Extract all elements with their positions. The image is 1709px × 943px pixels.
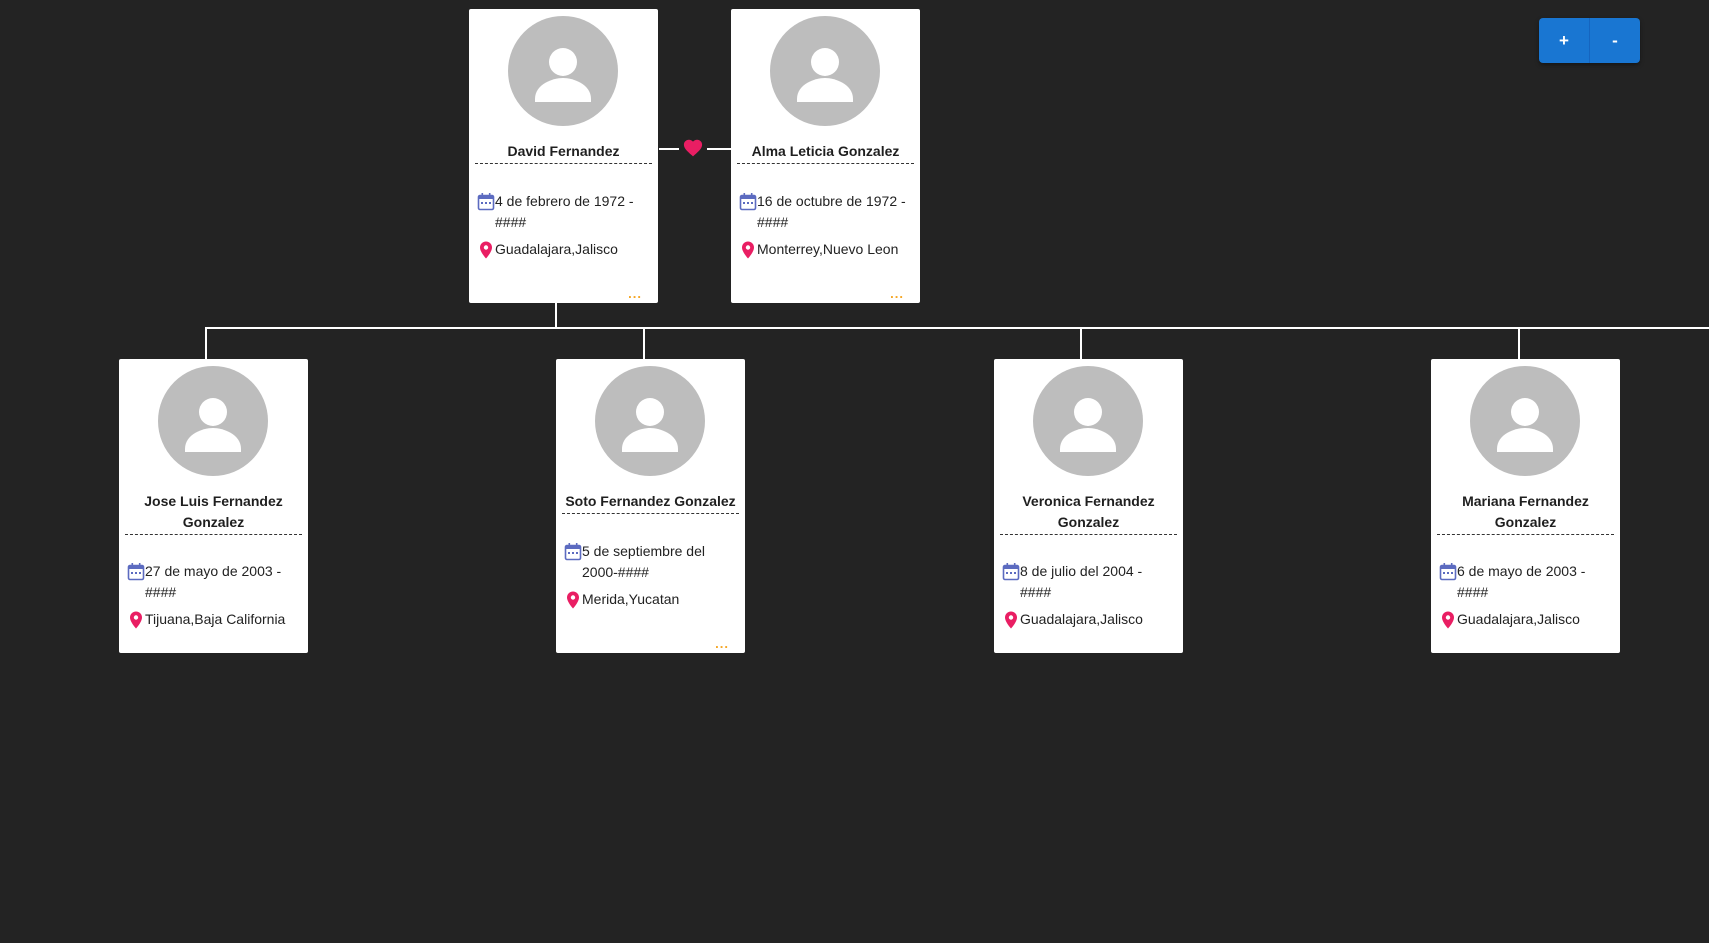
location-pin-icon: [130, 611, 142, 629]
birth-place: Guadalajara,Jalisco: [1020, 611, 1143, 627]
birth-date: 5 de septiembre del 2000-####: [582, 543, 705, 580]
avatar: [158, 366, 268, 476]
location-pin-icon: [480, 241, 492, 259]
birth-date-row: 27 de mayo de 2003 - ####: [127, 561, 302, 603]
spouse-connector-left: [659, 148, 679, 150]
calendar-icon: [564, 543, 582, 561]
person-card-alma-leticia-gonzalez[interactable]: Alma Leticia Gonzalez 16 de octubre de 1…: [731, 9, 920, 303]
birth-place: Guadalajara,Jalisco: [495, 241, 618, 257]
child-drop-line-3: [1080, 327, 1082, 359]
birth-date-row: 8 de julio del 2004 - ####: [1002, 561, 1177, 603]
birth-place: Tijuana,Baja California: [145, 611, 286, 627]
person-name: Mariana Fernandez Gonzalez: [1437, 491, 1614, 535]
person-name: Alma Leticia Gonzalez: [737, 141, 914, 164]
birth-place-row: Guadalajara,Jalisco: [1002, 609, 1177, 630]
calendar-icon: [739, 193, 757, 211]
heart-icon: [683, 139, 703, 157]
avatar: [595, 366, 705, 476]
spouse-connector-right: [707, 148, 731, 150]
birth-date: 27 de mayo de 2003 - ####: [145, 563, 282, 600]
zoom-out-button[interactable]: -: [1590, 18, 1640, 63]
location-pin-icon: [1442, 611, 1454, 629]
person-icon: [1497, 398, 1553, 452]
avatar: [770, 16, 880, 126]
child-drop-line-1: [205, 327, 207, 359]
person-icon: [622, 398, 678, 452]
person-card-jose-luis-fernandez-gonzalez[interactable]: Jose Luis Fernandez Gonzalez 27 de mayo …: [119, 359, 308, 653]
location-pin-icon: [1005, 611, 1017, 629]
birth-date: 8 de julio del 2004 - ####: [1020, 563, 1143, 600]
birth-date: 4 de febrero de 1972 - ####: [495, 193, 634, 230]
person-card-soto-fernandez-gonzalez[interactable]: Soto Fernandez Gonzalez 5 de septiembre …: [556, 359, 745, 653]
birth-place-row: Merida,Yucatan: [564, 589, 739, 610]
birth-place-row: Tijuana,Baja California: [127, 609, 302, 630]
location-pin-icon: [567, 591, 579, 609]
avatar: [1470, 366, 1580, 476]
person-card-veronica-fernandez-gonzalez[interactable]: Veronica Fernandez Gonzalez 8 de julio d…: [994, 359, 1183, 653]
person-name: Veronica Fernandez Gonzalez: [1000, 491, 1177, 535]
location-pin-icon: [742, 241, 754, 259]
person-name: Soto Fernandez Gonzalez: [562, 491, 739, 514]
person-card-david-fernandez[interactable]: David Fernandez 4 de febrero de 1972 - #…: [469, 9, 658, 303]
person-icon: [535, 48, 591, 102]
person-icon: [797, 48, 853, 102]
child-drop-line-4: [1518, 327, 1520, 359]
birth-date-row: 5 de septiembre del 2000-####: [564, 541, 739, 583]
children-horizontal-line: [205, 327, 1709, 329]
zoom-controls: + -: [1539, 18, 1640, 63]
birth-place-row: Guadalajara,Jalisco: [1439, 609, 1614, 630]
person-name: David Fernandez: [475, 141, 652, 164]
more-options[interactable]: ...: [890, 286, 904, 301]
birth-date: 6 de mayo de 2003 - ####: [1457, 563, 1586, 600]
person-name: Jose Luis Fernandez Gonzalez: [125, 491, 302, 535]
child-drop-line-2: [643, 327, 645, 359]
birth-date: 16 de octubre de 1972 - ####: [757, 193, 906, 230]
person-icon: [1060, 398, 1116, 452]
avatar: [1033, 366, 1143, 476]
person-card-mariana-fernandez-gonzalez[interactable]: Mariana Fernandez Gonzalez 6 de mayo de …: [1431, 359, 1620, 653]
birth-place-row: Guadalajara,Jalisco: [477, 239, 652, 260]
parent-drop-line: [555, 303, 557, 328]
zoom-divider: [1589, 18, 1590, 63]
calendar-icon: [1002, 563, 1020, 581]
birth-place: Guadalajara,Jalisco: [1457, 611, 1580, 627]
zoom-in-button[interactable]: +: [1539, 18, 1589, 63]
birth-place: Merida,Yucatan: [582, 591, 680, 607]
more-options[interactable]: ...: [715, 636, 729, 651]
birth-place-row: Monterrey,Nuevo Leon: [739, 239, 914, 260]
birth-place: Monterrey,Nuevo Leon: [757, 241, 899, 257]
birth-date-row: 16 de octubre de 1972 - ####: [739, 191, 914, 233]
calendar-icon: [127, 563, 145, 581]
more-options[interactable]: ...: [628, 286, 642, 301]
avatar: [508, 16, 618, 126]
calendar-icon: [1439, 563, 1457, 581]
person-icon: [185, 398, 241, 452]
birth-date-row: 4 de febrero de 1972 - ####: [477, 191, 652, 233]
birth-date-row: 6 de mayo de 2003 - ####: [1439, 561, 1614, 603]
calendar-icon: [477, 193, 495, 211]
